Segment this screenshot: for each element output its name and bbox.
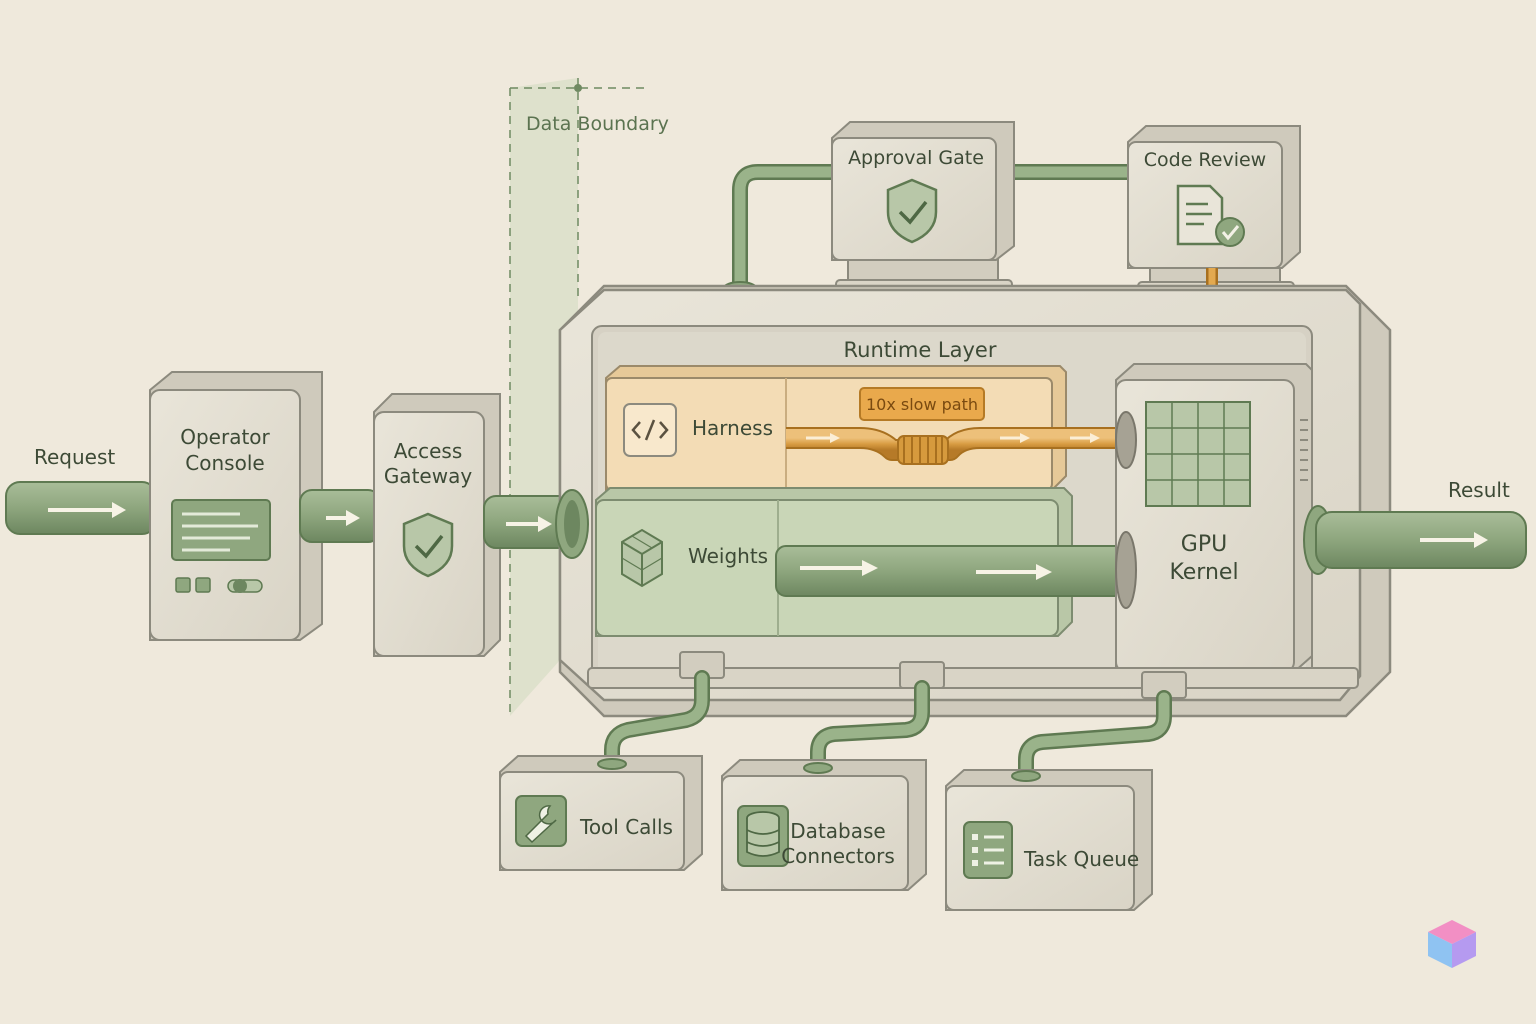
pipe-runtime-database [810,680,930,776]
logo-cube-icon [1428,920,1476,968]
cube-grid-icon [621,528,663,588]
weights-label: Weights [688,544,768,568]
database-icon [737,805,789,867]
gpu-kernel-box[interactable]: GPU Kernel [1115,363,1313,673]
gpu-vent [1300,419,1308,481]
task-queue-label: Task Queue [1023,847,1139,871]
result-label: Result [1448,478,1510,502]
runtime-input-flange [555,489,589,559]
pipe-console-gateway [299,489,381,543]
runtime-layer-label: Runtime Layer [844,338,997,362]
operator-console-box[interactable]: Operator Console [149,371,323,641]
task-queue-box[interactable]: Task Queue [945,769,1153,911]
chip-grid-icon [1145,401,1251,507]
shield-check-icon [886,178,938,244]
data-boundary-label: Data Boundary [526,113,669,135]
weights-block[interactable]: Weights [595,487,1133,637]
tool-calls-box[interactable]: Tool Calls [499,755,703,871]
code-review-label: Code Review [1144,149,1266,171]
approval-gate-label: Approval Gate [848,147,984,169]
operator-console-label-2: Console [185,451,264,475]
database-connectors-box[interactable]: Database Connectors [721,759,927,891]
console-screen-icon [171,499,271,593]
list-icon [963,821,1013,879]
pipe-runtime-tools [604,670,710,772]
harness-block[interactable]: Harness 10x slow path [605,365,1128,491]
gpu-kernel-label-1: GPU [1181,532,1227,557]
operator-console-label-1: Operator [180,425,270,449]
approval-gate-box[interactable]: Approval Gate [831,121,1015,295]
slow-path-tag: 10x slow path [859,387,985,421]
wrench-icon [515,795,567,847]
shield-check-icon [402,512,454,578]
tool-calls-label: Tool Calls [579,815,673,839]
weights-pipe [775,545,1133,597]
gpu-ports [1115,411,1137,609]
slow-path-pipe [786,427,1128,465]
access-gateway-box[interactable]: Access Gateway [373,393,501,657]
bottom-manifold [587,651,1359,699]
gpu-kernel-label-2: Kernel [1169,560,1238,585]
pipe-runtime-approval [723,164,848,296]
harness-label: Harness [692,416,773,440]
request-label: Request [34,445,115,469]
access-gateway-label-2: Gateway [384,464,473,488]
document-check-icon [1176,184,1245,247]
access-gateway-label-1: Access [394,439,462,463]
input-pipe [5,481,157,535]
database-connectors-label-1: Database [790,819,885,843]
pipe-runtime-queue [1018,690,1172,784]
code-brackets-icon [623,403,677,457]
database-connectors-label-2: Connectors [781,844,895,868]
slow-path-tag-label: 10x slow path [866,395,978,414]
output-pipe [1303,505,1527,575]
